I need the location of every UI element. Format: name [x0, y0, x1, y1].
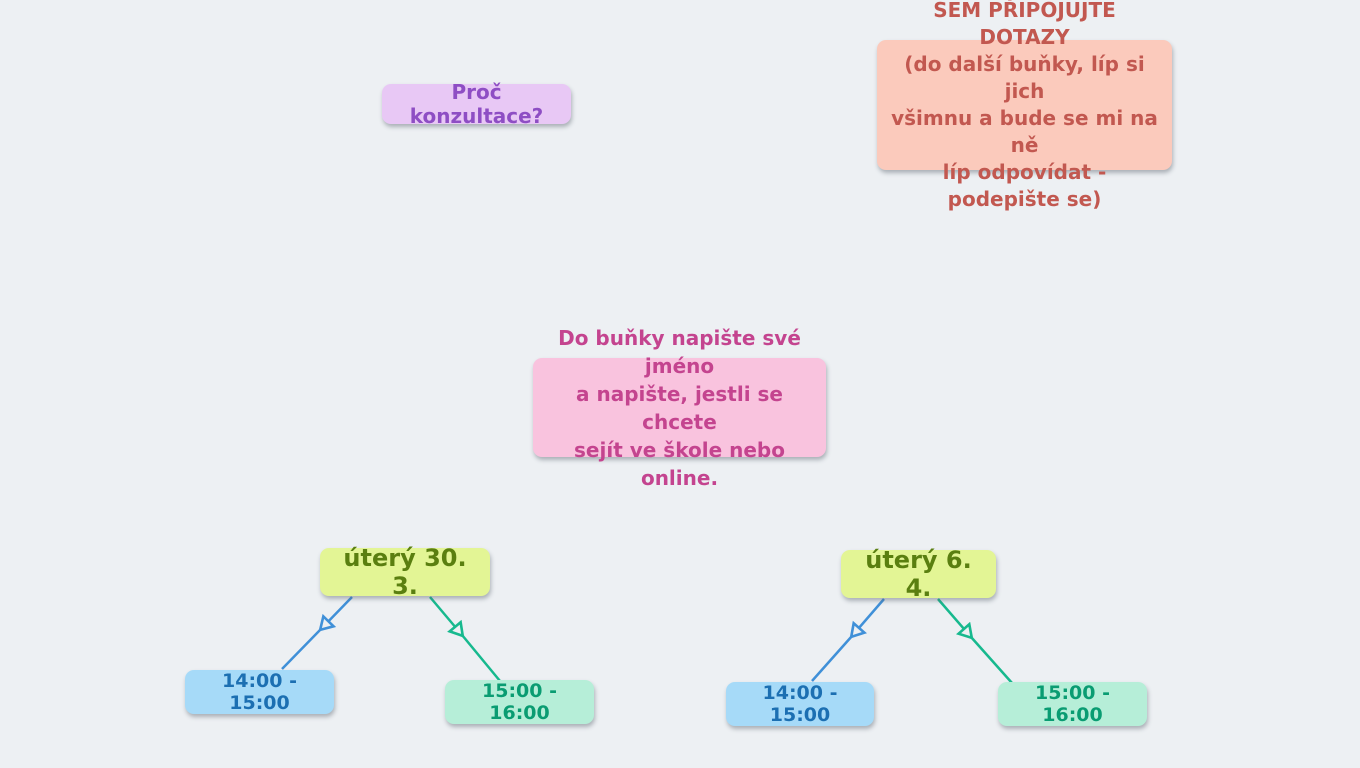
connector-date2-slot2b: [937, 598, 1013, 684]
node-why-consultations[interactable]: Proč konzultace?: [382, 80, 571, 128]
node-timeslot-6-4-1400-1500[interactable]: 14:00 - 15:00: [726, 682, 874, 726]
node-attach-questions-here[interactable]: SEM PŘIPOJUJTE DOTAZY (do další buňky, l…: [877, 0, 1172, 211]
node-signup-instructions[interactable]: Do buňky napište své jméno a napište, je…: [533, 326, 826, 490]
node-date-tuesday-30-3[interactable]: úterý 30. 3.: [320, 544, 490, 600]
connector-date1-slot1b: [429, 596, 501, 682]
node-timeslot-30-3-1500-1600[interactable]: 15:00 - 16:00: [445, 680, 594, 724]
node-timeslot-6-4-1500-1600[interactable]: 15:00 - 16:00: [998, 682, 1147, 726]
connector-date1-slot1a: [281, 596, 353, 670]
connector-date2-slot2a: [811, 598, 885, 682]
node-date-tuesday-6-4[interactable]: úterý 6. 4.: [841, 546, 996, 602]
node-timeslot-30-3-1400-1500[interactable]: 14:00 - 15:00: [185, 670, 334, 714]
